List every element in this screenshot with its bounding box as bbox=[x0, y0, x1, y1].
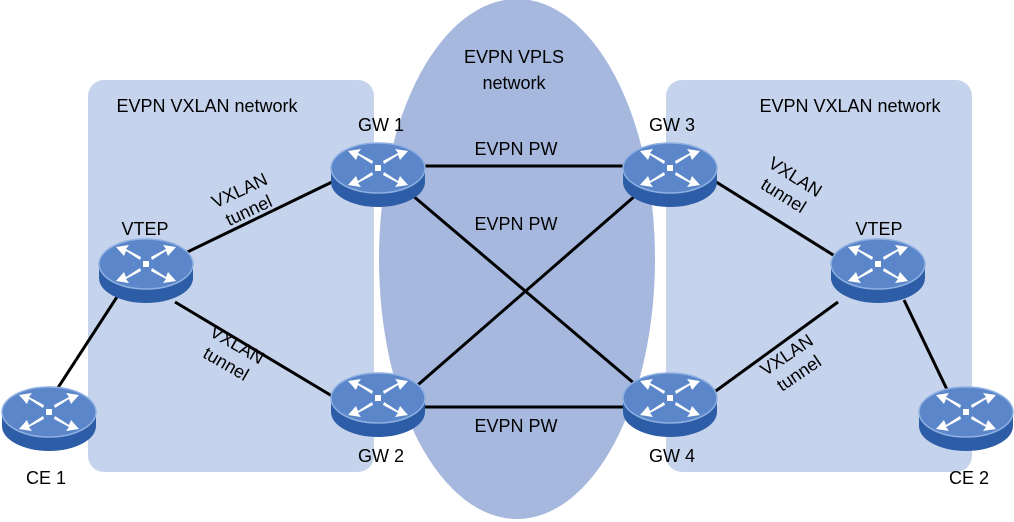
links bbox=[48, 164, 954, 409]
router-gw4 bbox=[622, 372, 718, 438]
vpls-region-label-1: EVPN VPLS bbox=[464, 47, 564, 67]
label-gw2: GW 2 bbox=[358, 446, 404, 466]
router-gw1 bbox=[330, 142, 426, 208]
link-gw4-vtep bbox=[712, 300, 839, 395]
left-vxlan-region bbox=[88, 80, 374, 472]
vpls-region bbox=[379, 0, 655, 519]
link-gw3-vtep bbox=[712, 178, 839, 260]
link-ce1-vtep bbox=[48, 279, 130, 401]
label-vtep-right: VTEP bbox=[855, 219, 902, 239]
link-vtep-ce2 bbox=[902, 299, 954, 401]
link-vtep-gw2 bbox=[174, 300, 333, 398]
pw-label-cross: EVPN PW bbox=[474, 214, 557, 234]
router-ce2 bbox=[918, 386, 1014, 452]
pw-label-top: EVPN PW bbox=[474, 139, 557, 159]
router-ce1 bbox=[1, 386, 97, 452]
link-vtep-gw1 bbox=[174, 180, 333, 260]
router-gw3 bbox=[622, 142, 718, 208]
link-gw1-gw4 bbox=[411, 193, 637, 387]
label-gw4: GW 4 bbox=[649, 446, 695, 466]
link-gw2-gw3 bbox=[411, 193, 637, 392]
label-gw3: GW 3 bbox=[649, 115, 695, 135]
pw-label-bottom: EVPN PW bbox=[474, 416, 557, 436]
left-region-label: EVPN VXLAN network bbox=[116, 96, 298, 116]
router-vtep-left bbox=[98, 238, 194, 304]
right-region-label: EVPN VXLAN network bbox=[759, 96, 941, 116]
vpls-region-label-2: network bbox=[482, 73, 546, 93]
right-vxlan-region bbox=[666, 80, 972, 472]
label-vtep-left: VTEP bbox=[121, 219, 168, 239]
label-ce1: CE 1 bbox=[26, 468, 66, 488]
label-ce2: CE 2 bbox=[949, 468, 989, 488]
router-vtep-right bbox=[830, 238, 926, 304]
router-gw2 bbox=[330, 372, 426, 438]
label-gw1: GW 1 bbox=[358, 115, 404, 135]
